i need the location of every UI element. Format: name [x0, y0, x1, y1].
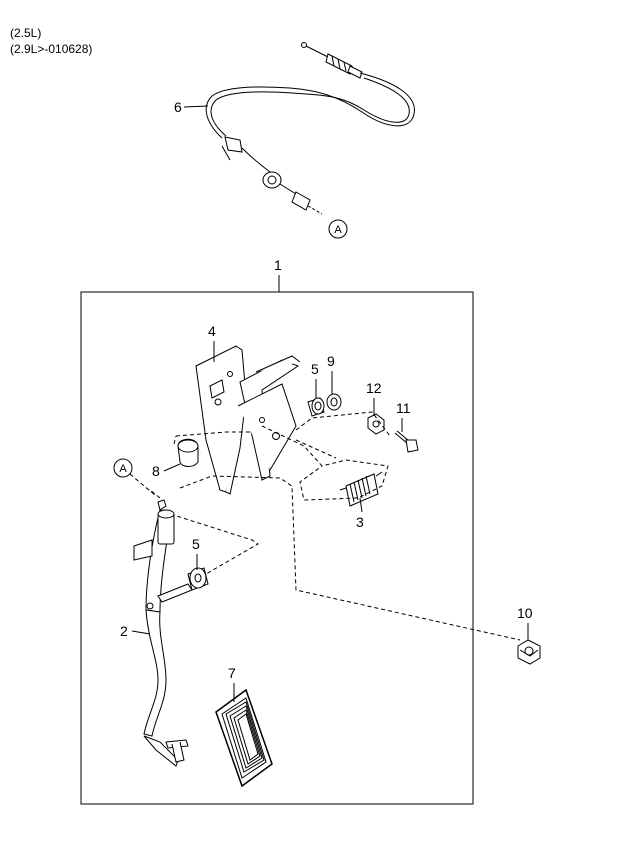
reference-marker-top: A [328, 219, 348, 239]
callout-1: 1 [274, 257, 282, 273]
reference-letter-left: A [119, 463, 127, 475]
bolt [394, 430, 419, 453]
nut-small [367, 413, 385, 435]
accelerator-cable [205, 42, 415, 215]
washer [326, 393, 342, 411]
bushing-upper [307, 397, 325, 417]
pedal-pad [215, 688, 273, 788]
reference-letter-top: A [334, 224, 342, 236]
engine-variant-line-1: (2.5L) [10, 26, 42, 40]
callout-8: 8 [152, 463, 160, 479]
callout-4: 4 [208, 323, 216, 339]
callout-5-upper: 5 [311, 361, 319, 377]
callout-11: 11 [396, 400, 411, 416]
assembly-guide-lines [149, 411, 521, 641]
nut-large [517, 639, 541, 665]
callout-6: 6 [174, 99, 182, 115]
reference-marker-left: A [113, 458, 133, 478]
pedal-bracket [195, 345, 301, 495]
callout-7: 7 [228, 665, 236, 681]
callout-9: 9 [327, 353, 335, 369]
engine-variant-line-2: (2.9L>-010628) [10, 42, 93, 56]
callout-3: 3 [356, 514, 364, 530]
stopper-cap [177, 438, 199, 467]
callout-10: 10 [517, 605, 533, 621]
bushing-lower [157, 567, 209, 603]
callout-5-lower: 5 [192, 536, 200, 552]
callout-2: 2 [120, 623, 128, 639]
assembly-frame [80, 291, 474, 805]
callout-12: 12 [366, 380, 382, 396]
pedal-arm [133, 499, 189, 767]
